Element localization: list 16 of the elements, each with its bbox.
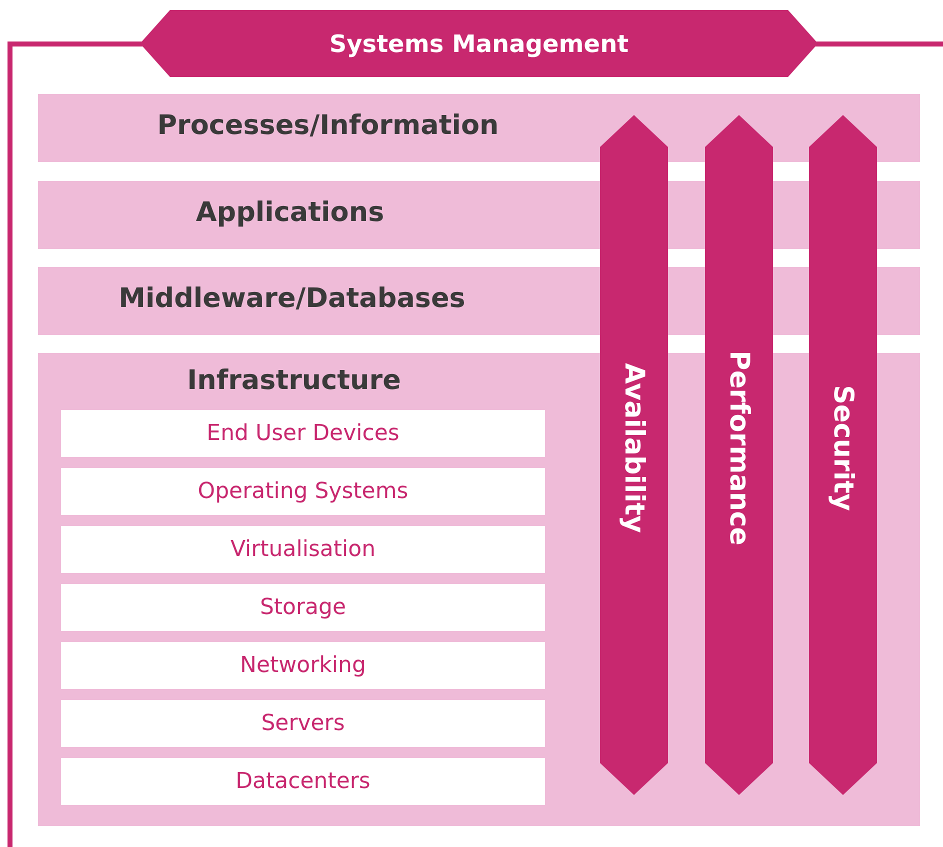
pillar-arrow: Security: [809, 115, 877, 795]
component-box: Networking: [61, 642, 545, 689]
title-banner: Systems Management: [140, 10, 818, 77]
component-box: Operating Systems: [61, 468, 545, 515]
component-box: Datacenters: [61, 758, 545, 805]
layer-band: [38, 94, 920, 162]
pillar-arrow: Performance: [705, 115, 773, 795]
pillar-arrow: Availability: [600, 115, 668, 795]
layer-title: Applications: [196, 197, 384, 228]
component-box: Storage: [61, 584, 545, 631]
layer-title: Processes/Information: [157, 110, 499, 141]
layer-title: Middleware/Databases: [118, 283, 466, 314]
layer-title: Infrastructure: [187, 365, 401, 396]
component-box: End User Devices: [61, 410, 545, 457]
component-box: Virtualisation: [61, 526, 545, 573]
component-box: Servers: [61, 700, 545, 747]
